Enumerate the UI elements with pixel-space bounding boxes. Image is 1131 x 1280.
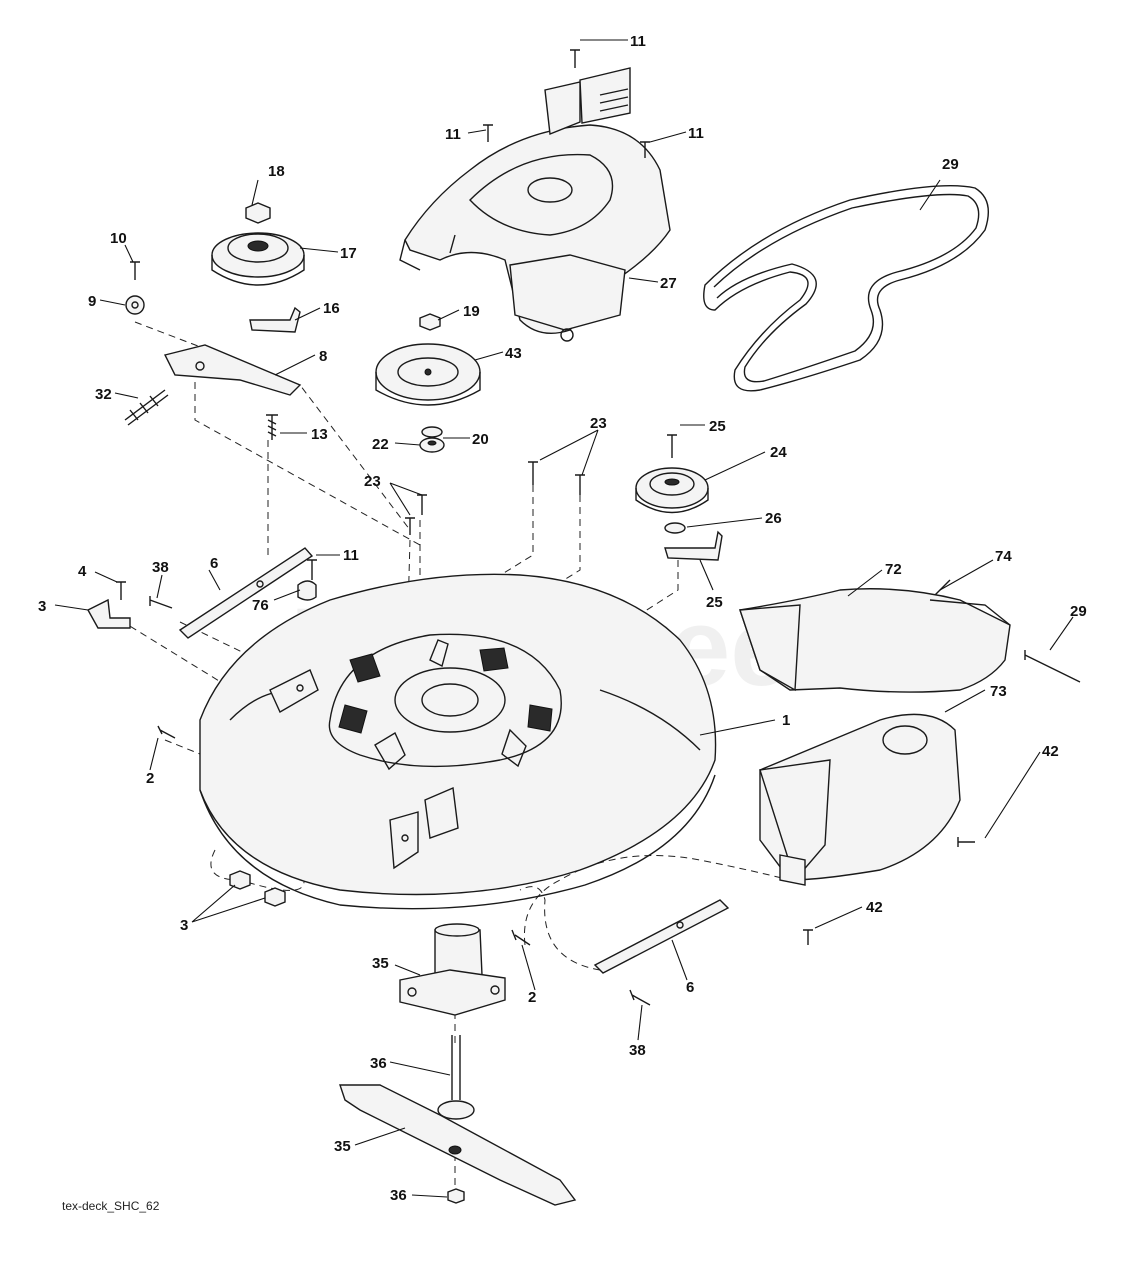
callout-36: 36: [390, 1187, 407, 1204]
callout-27: 29: [942, 156, 959, 173]
callout-32: 32: [95, 386, 112, 403]
callout-14: 16: [323, 300, 340, 317]
callout-22: 24: [770, 444, 787, 461]
callout-16: 18: [268, 163, 285, 180]
callout-33: 35: [372, 955, 389, 972]
callout-11-left: 11: [445, 126, 461, 143]
callout-34: 36: [370, 1055, 387, 1072]
callout-20-upper: 23: [590, 415, 607, 432]
callout-17: 19: [463, 303, 480, 320]
leader-lines: [54, 39, 1074, 1198]
callout-42-lower: 42: [866, 899, 883, 916]
callout-4: 3: [38, 598, 46, 615]
callout-25: 25: [706, 594, 723, 611]
drive-belt: [703, 185, 989, 392]
callout-24: 26: [765, 510, 782, 527]
callout-26: 27: [660, 275, 677, 292]
callout-13: 13: [311, 426, 328, 443]
idler-arm-bracket: [124, 261, 302, 440]
blade-spindle: [339, 923, 577, 1206]
callout-76: 76: [252, 597, 269, 614]
callout-18: 20: [472, 431, 489, 448]
callout-23: 25: [709, 418, 726, 435]
callout-2-bottom: 2: [528, 989, 536, 1006]
callout-38-left: 38: [152, 559, 169, 576]
callout-73: 73: [990, 683, 1007, 700]
callout-5: 4: [78, 563, 87, 580]
callout-2-left: 2: [146, 770, 154, 787]
callout-43: 43: [505, 345, 522, 362]
callout-38-right: 38: [629, 1042, 646, 1059]
callout-29: 29: [1070, 603, 1087, 620]
callout-6-left: 6: [210, 555, 218, 572]
callout-1: 1: [782, 712, 790, 729]
callout-6-right: 6: [686, 979, 694, 996]
callout-35: 35: [334, 1138, 351, 1155]
callout-20-lower: 23: [364, 473, 381, 490]
callout-10: 10: [110, 230, 127, 247]
callout-11-right: 11: [688, 125, 704, 142]
callout-labels: 11 11 11 18 10 17 9 16 8 32 13 19 43 20 …: [38, 33, 1087, 1204]
callout-8: 8: [319, 348, 327, 365]
idler-pulley-22: [635, 434, 723, 561]
callout-3: 3: [180, 917, 188, 934]
idler-pulley-15: [211, 202, 305, 286]
callout-72: 72: [885, 561, 902, 578]
deck-bolts: [307, 49, 650, 580]
deck-drive-pulley-43: [375, 313, 481, 453]
callout-9: 9: [88, 293, 96, 310]
callout-74: 74: [995, 548, 1012, 565]
callout-42-upper: 42: [1042, 743, 1059, 760]
callout-11-deck: 11: [343, 547, 359, 564]
discharge-chute: [739, 579, 1081, 886]
callout-15: 17: [340, 245, 357, 262]
left-hardware: [87, 547, 531, 946]
callout-19: 22: [372, 436, 389, 453]
callout-11-top: 11: [630, 33, 646, 50]
mower-deck: [199, 573, 717, 910]
drawing-code: tex-deck_SHC_62: [62, 1199, 160, 1213]
right-hardware: [593, 837, 975, 1006]
belt-cover: [399, 67, 671, 342]
